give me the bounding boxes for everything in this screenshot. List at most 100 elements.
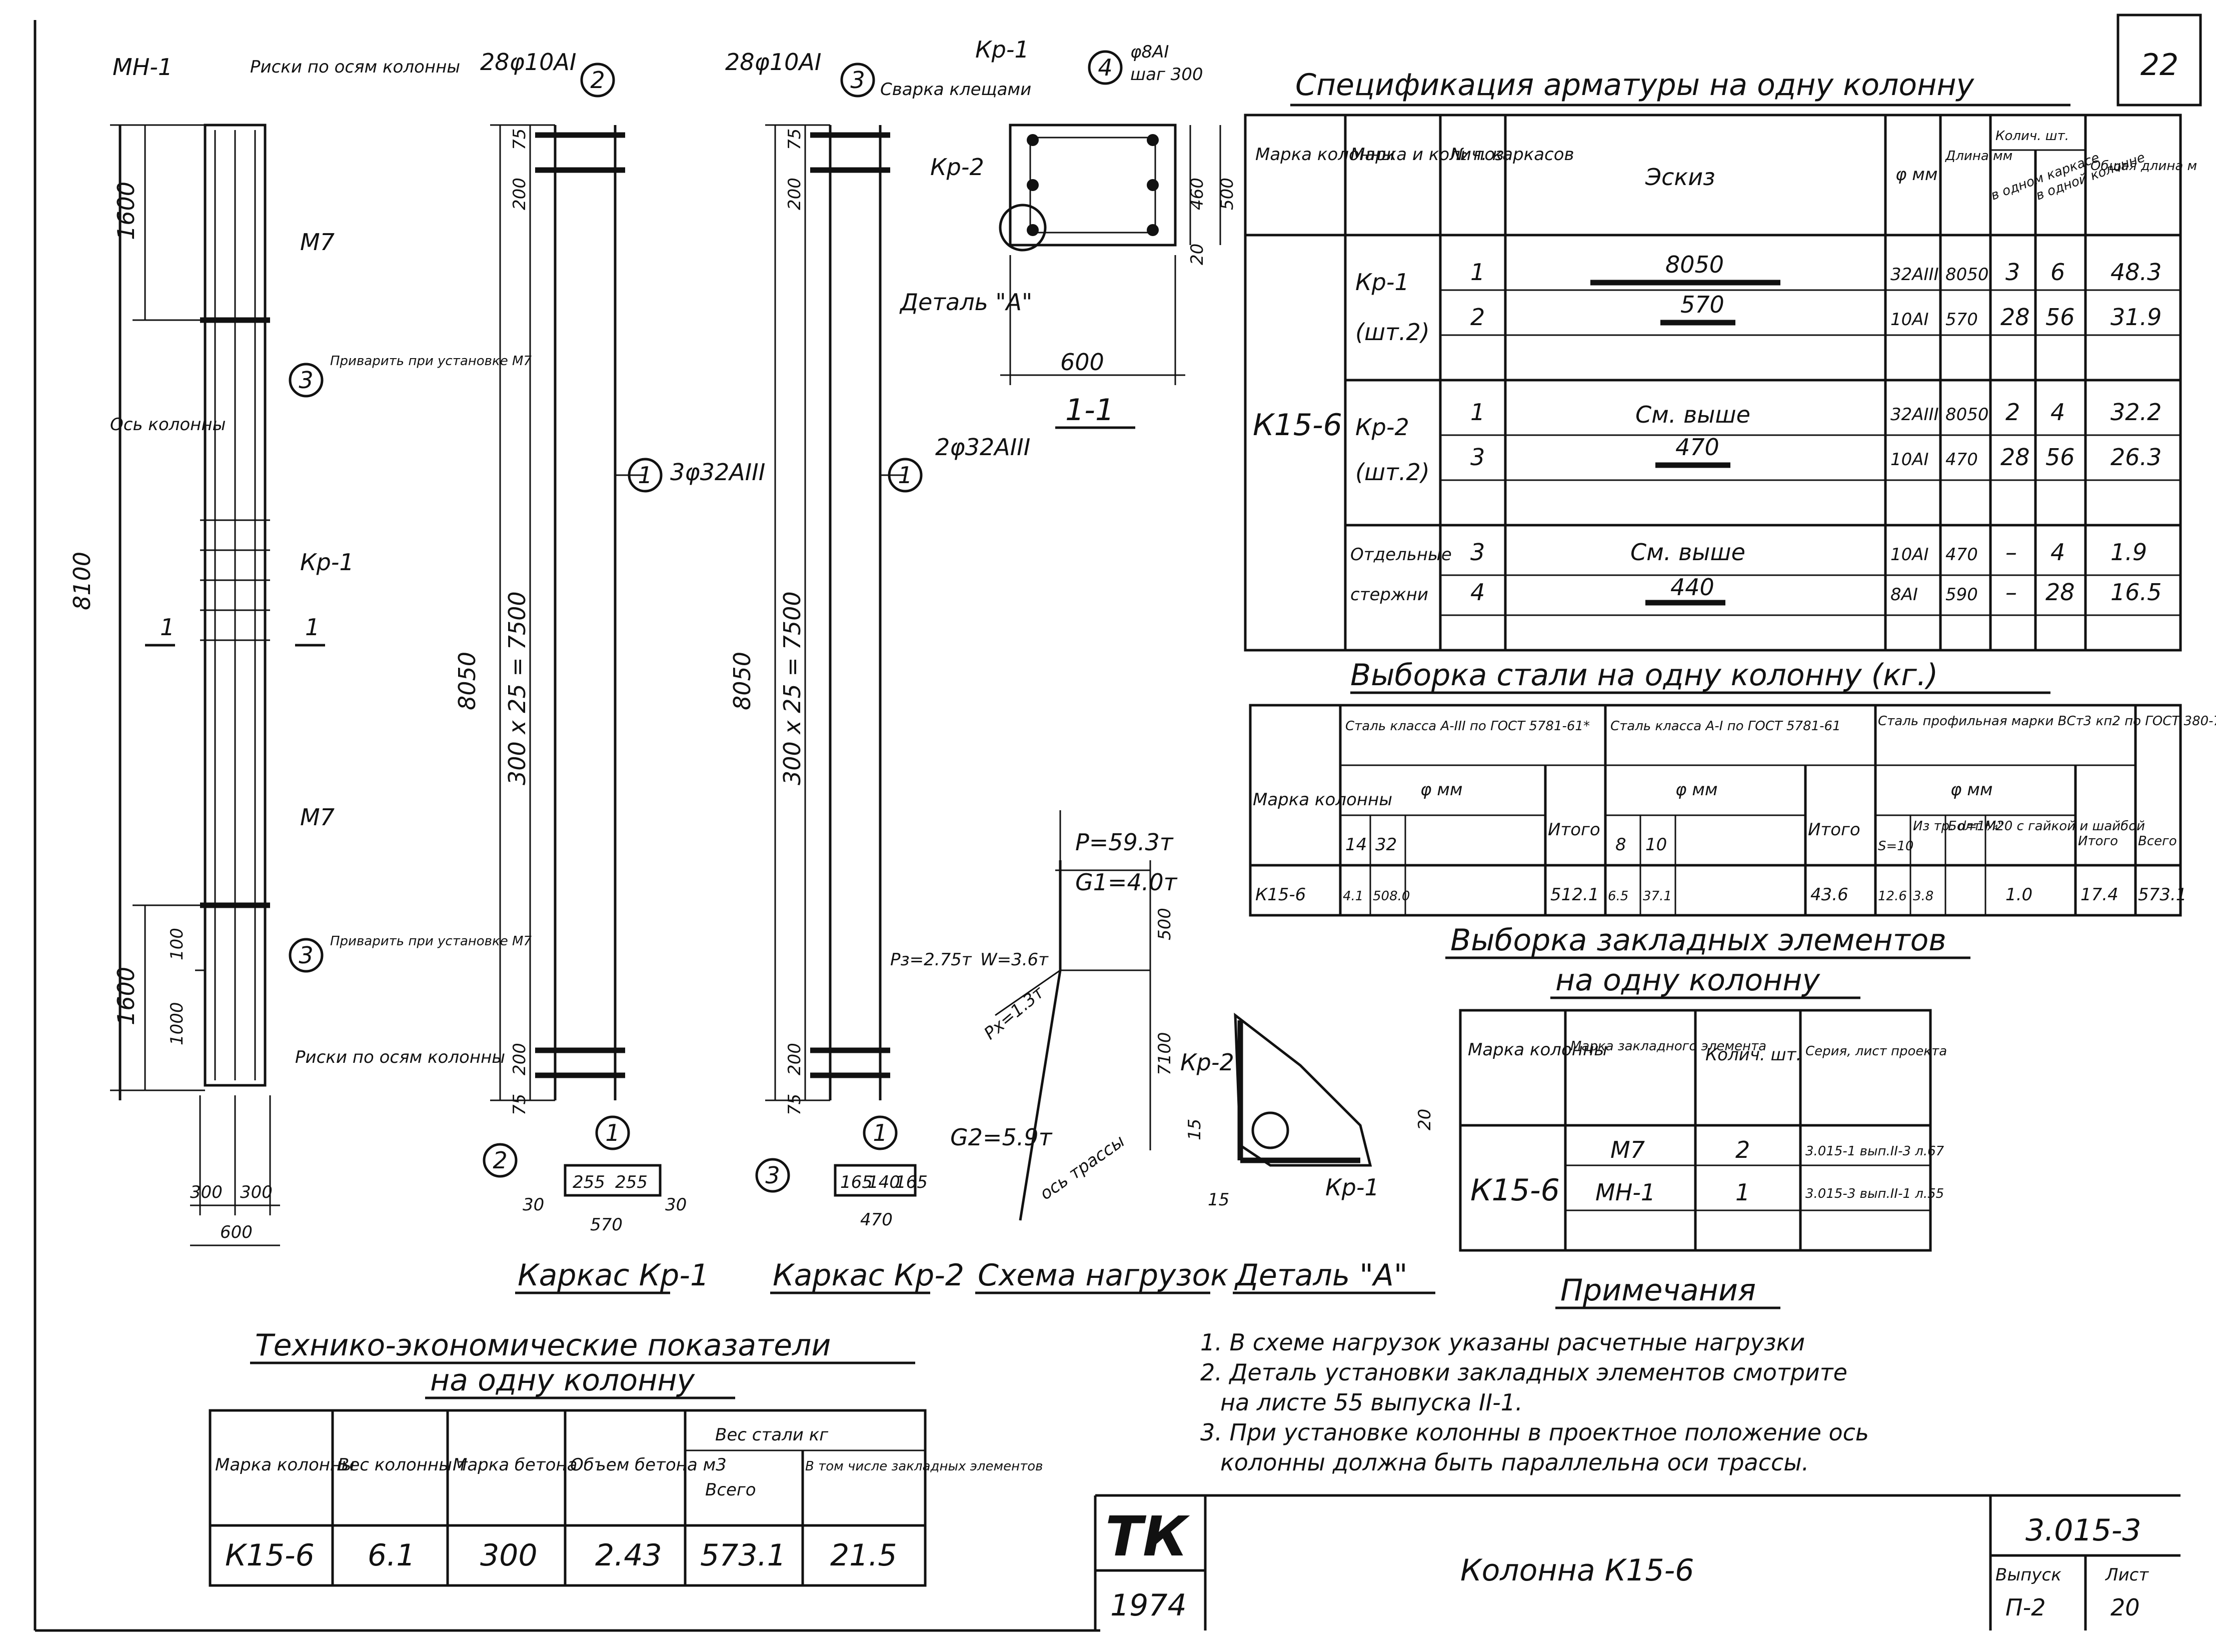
kr2-dim-200-top: 200 bbox=[785, 178, 805, 210]
spec-r3-pos: 1 bbox=[1470, 399, 1485, 426]
stamp-issue-label: Выпуск bbox=[1995, 1565, 2061, 1585]
spec-r2-total: 31.9 bbox=[2110, 304, 2161, 331]
steel-sub-10: 10 bbox=[1645, 835, 1667, 855]
dim-300-right: 300 bbox=[240, 1182, 273, 1202]
spec-table: Спецификация арматуры на одну колонну Ма… bbox=[1244, 68, 2197, 652]
detail-dim-20: 20 bbox=[1415, 1109, 1435, 1130]
load-P: Р=59.3т bbox=[1075, 829, 1174, 856]
spec-group-kr1-qty: (шт.2) bbox=[1355, 319, 1430, 346]
section-dim-500: 500 bbox=[1217, 178, 1237, 210]
kr2-dim-200-bottom: 200 bbox=[785, 1043, 805, 1075]
notes: Примечания 1. В схеме нагрузок указаны р… bbox=[1200, 1273, 1869, 1476]
section-pos4: 4 bbox=[1098, 54, 1112, 81]
kr1-dim-30-right: 30 bbox=[665, 1195, 687, 1215]
spec-r5-dia: 10АI bbox=[1890, 545, 1929, 565]
steel-row-p2: 3.8 bbox=[1913, 889, 1933, 904]
kr2-pos3-bottom-marker bbox=[755, 1158, 790, 1193]
dim-8100: 8100 bbox=[69, 552, 96, 610]
kr1-dim-570: 570 bbox=[590, 1215, 623, 1235]
embedded-r2-qty: 1 bbox=[1735, 1179, 1750, 1206]
section-step: шаг 300 bbox=[1130, 65, 1203, 85]
weld-note-top: Приварить при установке М7 bbox=[330, 354, 532, 369]
dim-100: 100 bbox=[167, 928, 187, 960]
stamp-year: 1974 bbox=[1110, 1588, 1187, 1623]
pos3-bottom: 3 bbox=[299, 942, 313, 969]
weld-note-bottom: Приварить при установке М7 bbox=[330, 934, 532, 949]
column-view: МН-1 Риски по осям колонны М7 3 Приварит… bbox=[69, 54, 532, 1246]
steel-h-itogo-prof: Итого bbox=[2078, 834, 2118, 849]
dim-1000: 1000 bbox=[167, 1002, 187, 1045]
tech-table: Технико-экономические показатели на одну… bbox=[209, 1328, 1043, 1587]
kr2-pos3-top: 3 bbox=[850, 67, 865, 94]
spec-r4-in-column: 56 bbox=[2045, 444, 2075, 471]
kr1-main-bar: 3φ32АIII bbox=[670, 459, 765, 486]
tech-row-concrete: 300 bbox=[480, 1538, 538, 1573]
embedded-table: Выборка закладных элементов на одну коло… bbox=[1445, 923, 1970, 1252]
steel-h-mark: Марка колонны bbox=[1253, 790, 1392, 810]
spec-r2-len: 570 bbox=[1945, 310, 1978, 330]
spec-r6-in-frame: – bbox=[2005, 579, 2017, 606]
steel-h-prof: Сталь профильная марки ВСт3 кп2 по ГОСТ … bbox=[1878, 714, 2216, 729]
pos3-marker-top bbox=[289, 363, 324, 398]
frame-kr1: 28φ10АI 2 75 200 8050 300 x 25 = 7500 1 … bbox=[454, 49, 765, 1294]
embedded-column-mark: К15-6 bbox=[1470, 1173, 1560, 1208]
spec-r2-in-column: 56 bbox=[2045, 304, 2075, 331]
kr1-pos2-top: 2 bbox=[590, 67, 605, 94]
embedded-h-series: Серия, лист проекта bbox=[1805, 1044, 1947, 1059]
detail-dim-15a: 15 bbox=[1185, 1119, 1205, 1140]
kr2-main-bar: 2φ32АIII bbox=[935, 434, 1030, 461]
tech-h-concrete: Марка бетона bbox=[453, 1455, 578, 1475]
kr2-pos1-bottom: 1 bbox=[873, 1119, 887, 1146]
kr1-section bbox=[564, 1164, 662, 1197]
spec-group-kr1: Кр-1 bbox=[1355, 269, 1409, 296]
spec-r1-in-column: 6 bbox=[2050, 259, 2065, 286]
pos3-top: 3 bbox=[299, 367, 313, 394]
section-1-1: Кр-1 4 φ8АI шаг 300 Сварка клещами Кр-2 … bbox=[880, 36, 1237, 429]
sheet-frame: 22 bbox=[34, 14, 2202, 1632]
spec-r1-in-frame: 3 bbox=[2005, 259, 2020, 286]
spec-r4-pos: 3 bbox=[1470, 444, 1485, 471]
stamp-title: Колонна К15-6 bbox=[1460, 1553, 1694, 1588]
kr1-dim-75-bottom: 75 bbox=[510, 1094, 530, 1115]
kr2-dim-140: 140 bbox=[868, 1172, 900, 1192]
tech-row-steel-total: 573.1 bbox=[700, 1538, 786, 1573]
section-label: 1-1 bbox=[1065, 393, 1114, 428]
kr2-pos3-bottom: 3 bbox=[765, 1162, 780, 1189]
axes-marks-top: Риски по осям колонны bbox=[250, 57, 460, 77]
kr1-pos1-mid: 1 bbox=[638, 462, 652, 489]
spec-h-len: Длина мм bbox=[1945, 149, 2012, 164]
spec-r6-len: 590 bbox=[1945, 585, 1978, 605]
spec-r1-pos: 1 bbox=[1470, 259, 1485, 286]
m7-top: М7 bbox=[300, 229, 335, 256]
tech-row-embedded: 21.5 bbox=[830, 1538, 897, 1573]
embedded-title-2: на одну колонну bbox=[1555, 963, 1821, 998]
kr2-dim-165a: 165 bbox=[840, 1172, 873, 1192]
steel-row-a3-14: 4.1 bbox=[1343, 889, 1363, 904]
kr1-top-bar: 28φ10АI bbox=[480, 49, 576, 76]
tech-h-mark: Марка колонны bbox=[215, 1455, 355, 1475]
spec-r5-in-frame: – bbox=[2005, 539, 2017, 566]
steel-sub-8: 8 bbox=[1615, 835, 1626, 855]
spec-group-kr2: Кр-2 bbox=[1355, 414, 1409, 441]
load-caption: Схема нагрузок bbox=[978, 1258, 1228, 1293]
section-dim-460: 460 bbox=[1187, 178, 1207, 210]
kr2-pos1-marker bbox=[888, 458, 923, 493]
steel-h-dia-a1: φ мм bbox=[1675, 780, 1718, 800]
embedded-r2-mark: МН-1 bbox=[1595, 1179, 1655, 1206]
embedded-h-element: Марка закладного элемента bbox=[1570, 1039, 1766, 1054]
steel-h-itogo-a1: Итого bbox=[1808, 820, 1860, 840]
tech-row-mark: К15-6 bbox=[225, 1538, 315, 1573]
axis-label: Ось колонны bbox=[110, 415, 226, 435]
steel-row-p-total: 17.4 bbox=[2080, 885, 2118, 905]
steel-sub-32: 32 bbox=[1375, 835, 1397, 855]
steel-row-a3-total: 512.1 bbox=[1550, 885, 1599, 905]
kr2-dim-8050: 8050 bbox=[729, 652, 756, 710]
spec-r4-sketch: 470 bbox=[1675, 434, 1719, 461]
spec-r4-in-frame: 28 bbox=[2000, 444, 2030, 471]
embedded-h-qty: Колич. шт. bbox=[1705, 1045, 1801, 1065]
tech-row-volume: 2.43 bbox=[595, 1538, 662, 1573]
embedded-r1-qty: 2 bbox=[1735, 1136, 1750, 1163]
spec-r2-sketch: 570 bbox=[1680, 291, 1724, 318]
pos3-marker-bottom bbox=[289, 938, 324, 973]
